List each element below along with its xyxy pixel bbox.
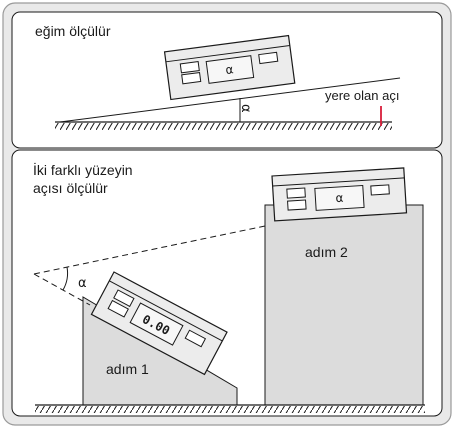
top-caption: eğim ölçülür: [35, 23, 111, 39]
device-top-band: [272, 177, 405, 187]
device-top-band: [165, 45, 290, 63]
vial-right: [184, 329, 207, 348]
ground-angle-label: yere olan açı: [325, 88, 399, 103]
vial-left-bottom: [287, 199, 307, 211]
step1-level-device: 0.00: [90, 271, 228, 376]
vial-left-top: [179, 61, 200, 74]
device-top-band: [109, 280, 223, 342]
top-ground-hatch: [55, 123, 392, 130]
step2-block: [264, 204, 424, 406]
step2-label: adım 2: [305, 244, 348, 260]
device-alpha-label: α: [225, 62, 235, 77]
bottom-caption-line1: İki farklı yüzeyin: [33, 161, 133, 178]
bottom-panel: İki farklı yüzeyin açısı ölçülür adım 2 …: [11, 149, 443, 417]
bottom-ground-hatch: [35, 406, 425, 413]
top-level-device: α: [163, 34, 296, 101]
device-display: [129, 302, 184, 346]
device-display: [314, 184, 365, 211]
step1-label: adım 1: [106, 361, 149, 377]
device-display: [205, 55, 255, 84]
vial-left-top: [113, 289, 135, 308]
bottom-caption-line2: açısı ölçülür: [33, 180, 108, 196]
top-slope-line: [59, 77, 401, 123]
vial-right: [258, 51, 279, 65]
bottom-angle-symbol: α: [78, 276, 87, 291]
vial-left-bottom: [107, 299, 129, 318]
device-alpha-label: α: [335, 191, 344, 205]
top-panel: eğim ölçülür α yere olan açı α: [11, 11, 443, 149]
angle-arc: [62, 266, 69, 291]
dashed-line-lower: [33, 273, 91, 306]
top-angle-symbol: α: [238, 104, 253, 113]
vial-left-bottom: [181, 71, 202, 85]
step2-level-device: α: [271, 167, 408, 222]
vial-right: [370, 184, 390, 196]
vial-left-top: [286, 187, 306, 199]
